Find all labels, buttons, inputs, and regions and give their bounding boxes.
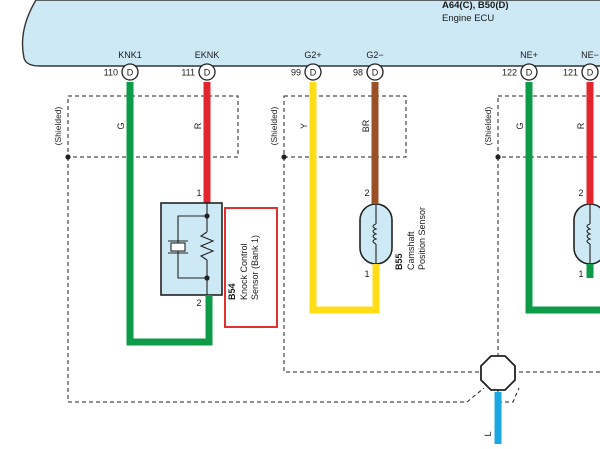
pin-number: 122 — [502, 68, 517, 78]
shield-boxes — [68, 96, 600, 402]
junction-connector — [481, 356, 515, 390]
ecu-codes: A64(C), B50(D) — [442, 0, 509, 11]
knock-terminal-1: 1 — [196, 188, 201, 198]
wire-color-g2m: BR — [361, 119, 371, 132]
shield-label: (Shielded) — [269, 106, 279, 145]
knock-terminal-2: 2 — [196, 298, 201, 308]
pin-conn-letter: D — [127, 68, 134, 78]
shield-junction-dot — [65, 154, 70, 159]
pin-number: 99 — [291, 68, 301, 78]
wire-color-nem: R — [576, 122, 586, 129]
knock-control-sensor: 1 2 — [161, 188, 222, 308]
pin-label-nem: NE− — [581, 50, 599, 60]
pin-conn-letter: D — [310, 68, 317, 78]
pin-number: 110 — [104, 68, 118, 78]
crank-terminal-1: 2 — [578, 188, 583, 198]
wire-color-ground: L — [483, 431, 493, 436]
shield-label: (Shielded) — [53, 106, 63, 145]
cam-sensor-name-1: Camshaft — [406, 231, 416, 270]
wire-color-knk1: G — [116, 122, 126, 129]
cam-terminal-1: 2 — [364, 188, 369, 198]
camshaft-position-sensor: 2 1 — [360, 188, 392, 279]
pin-conn-letter: D — [204, 68, 211, 78]
pin-number: 111 — [181, 68, 195, 78]
knock-sensor-name-1: Knock Control — [239, 243, 249, 300]
wire-color-eknk: R — [193, 122, 203, 129]
shield-label: (Shielded) — [483, 106, 493, 145]
pin-label-g2p: G2+ — [304, 50, 321, 60]
pin-number: 121 — [563, 68, 578, 78]
shield-junction-dot — [281, 154, 286, 159]
pin-label-eknk: EKNK — [195, 50, 220, 60]
knock-sensor-code: B54 — [227, 283, 237, 300]
shield-box-knock — [68, 96, 238, 157]
pin-conn-letter: D — [372, 68, 379, 78]
knock-sensor-name-2: Sensor (Bank 1) — [250, 235, 260, 300]
pin-label-g2m: G2− — [366, 50, 383, 60]
pin-conn-letter: D — [587, 68, 594, 78]
shield-junction-dot — [495, 154, 500, 159]
knock-sensor-body — [161, 203, 222, 295]
ecu-name: Engine ECU — [442, 13, 494, 24]
pin-conn-letter: D — [526, 68, 533, 78]
pin-label-nep: NE+ — [520, 50, 538, 60]
wire-color-g2p: Y — [299, 123, 309, 129]
crank-sensor-body — [574, 204, 600, 264]
crank-terminal-2: 1 — [578, 269, 583, 279]
cam-terminal-2: 1 — [364, 269, 369, 279]
cam-sensor-code: B55 — [394, 253, 404, 270]
cam-sensor-name-2: Position Sensor — [417, 207, 427, 270]
crank-position-sensor: 2 1 — [574, 188, 600, 279]
pin-label-knk1: KNK1 — [118, 50, 142, 60]
wire-color-nep: G — [515, 122, 525, 129]
pin-number: 98 — [353, 68, 363, 78]
